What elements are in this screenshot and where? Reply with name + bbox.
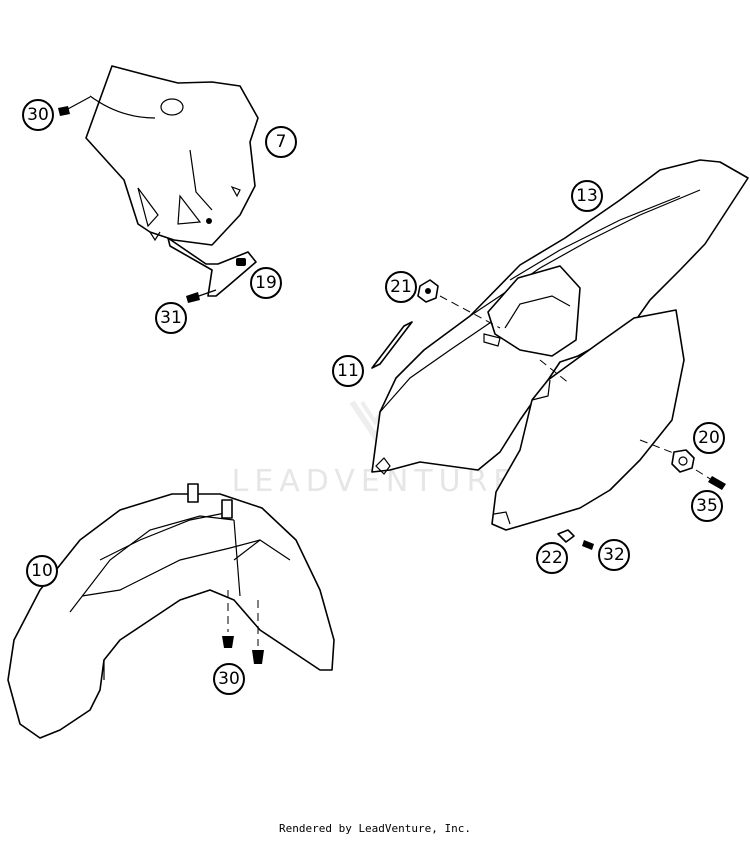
callout-10: 10 [26, 555, 58, 587]
svg-text:10: 10 [31, 561, 53, 581]
svg-text:22: 22 [541, 548, 563, 568]
number-plate-bracket-part [167, 237, 257, 297]
washer-22 [557, 529, 575, 543]
screw-30-top [58, 96, 91, 116]
callout-19: 19 [250, 267, 282, 299]
callout-30-top: 30 [22, 99, 54, 131]
side-panel-part [491, 309, 685, 531]
svg-text:19: 19 [255, 273, 277, 293]
callout-7: 7 [265, 126, 297, 158]
screw-30-left [222, 590, 234, 648]
callout-32: 32 [598, 539, 630, 571]
bolt-35 [695, 469, 726, 490]
callout-21: 21 [385, 271, 417, 303]
svg-text:21: 21 [390, 277, 412, 297]
svg-text:32: 32 [603, 545, 625, 565]
callout-31: 31 [155, 302, 187, 334]
decal-strip-part [371, 321, 413, 369]
nut-21 [417, 279, 501, 329]
callout-22: 22 [536, 542, 568, 574]
number-plate-part [85, 65, 259, 246]
svg-text:35: 35 [696, 496, 718, 516]
svg-text:30: 30 [27, 105, 49, 125]
callout-13: 13 [571, 180, 603, 212]
callout-20: 20 [693, 422, 725, 454]
svg-text:11: 11 [337, 361, 359, 381]
svg-text:7: 7 [276, 132, 287, 152]
svg-text:31: 31 [160, 308, 182, 328]
svg-text:20: 20 [698, 428, 720, 448]
screw-32 [582, 540, 594, 550]
callout-11: 11 [332, 355, 364, 387]
svg-text:13: 13 [576, 186, 598, 206]
front-fender-part [7, 483, 335, 739]
assembly-line-fender [539, 359, 571, 385]
screw-30-right [252, 600, 264, 664]
callout-30-bottom: 30 [213, 663, 245, 695]
rear-fender-part [371, 159, 749, 475]
callout-35: 35 [691, 490, 723, 522]
nut-20 [639, 439, 695, 473]
screw-31 [186, 289, 217, 303]
footer-credit: Rendered by LeadVenture, Inc. [278, 822, 472, 835]
svg-text:30: 30 [218, 669, 240, 689]
